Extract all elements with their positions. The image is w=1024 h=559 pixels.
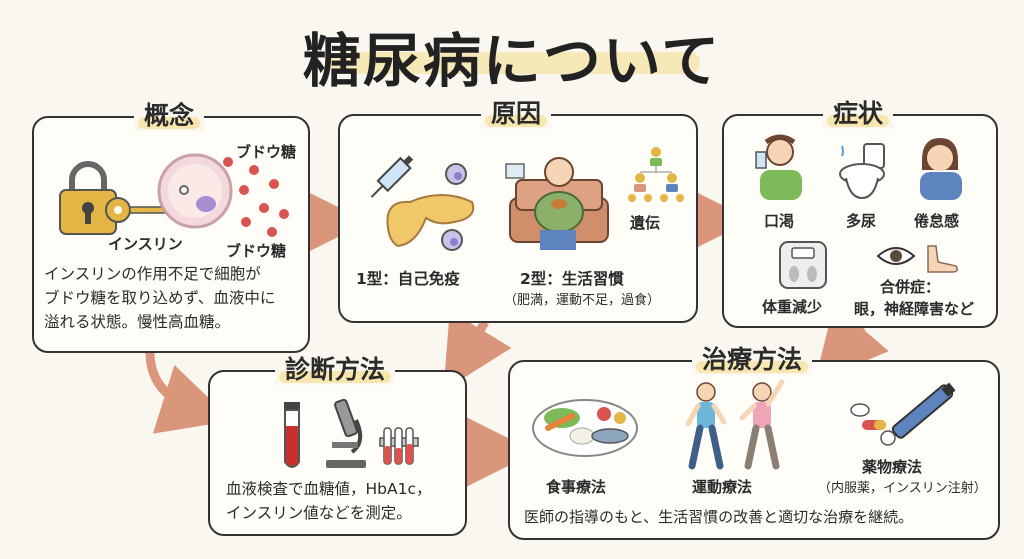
treatment-heading: 治療方法	[691, 345, 813, 375]
thirst-label: 口渇	[764, 212, 795, 230]
immune-cell-icon-1	[445, 163, 467, 185]
polyuria-label: 多尿	[846, 212, 877, 230]
sofa-overeating-icon	[505, 157, 609, 250]
fatigued-person-icon	[920, 138, 962, 200]
arrow-concept-to-diagnosis	[145, 351, 233, 434]
medication-therapy-label: 薬物療法	[862, 458, 923, 476]
symptoms-heading: 症状	[822, 99, 894, 129]
treatment-summary: 医師の指導のもと、生活習慣の改善と適切な治療を継続。	[524, 508, 914, 526]
toilet-icon	[839, 143, 885, 200]
glucose-label-bottom: ブドウ糖	[226, 242, 287, 260]
blood-tube-icon	[284, 402, 300, 468]
medication-detail: （内服薬，インスリン注射）	[818, 481, 987, 496]
genetics-label: 遺伝	[630, 214, 661, 232]
medication-icon	[850, 382, 956, 446]
glucose-label-top: ブドウ糖	[236, 143, 297, 161]
cell-icon	[157, 153, 233, 229]
scale-icon	[779, 241, 827, 289]
drinking-person-icon	[755, 134, 802, 200]
syringe-icon	[370, 155, 414, 198]
eye-icon	[876, 247, 916, 265]
insulin-label: インスリン	[108, 235, 183, 253]
concept-desc-line-1: インスリンの作用不足で細胞が	[44, 265, 261, 283]
stretching-person-icon	[739, 379, 785, 470]
complications-label-2: 眼，神経障害など	[854, 300, 975, 318]
arrow-symptoms-to-treatment	[814, 304, 889, 383]
exercise-therapy-label: 運動療法	[692, 478, 753, 496]
complications-label-1: 合併症：	[880, 278, 941, 296]
diagnosis-desc-line-1: 血液検査で血糖値，HbA1c，	[226, 480, 432, 498]
concept-heading: 概念	[133, 101, 205, 131]
walking-person-icon	[685, 382, 727, 470]
diagnosis-heading: 診断方法	[274, 355, 396, 385]
diagnosis-desc-line-2: インスリン値などを測定。	[226, 504, 412, 522]
diagnosis-box	[208, 370, 467, 536]
fatigue-label: 倦怠感	[914, 212, 960, 230]
concept-desc-line-2: ブドウ糖を取り込めず、血液中に	[44, 289, 276, 307]
cause-heading: 原因	[480, 99, 552, 129]
type2-label: 2型：生活習慣	[520, 270, 624, 288]
title-highlight	[330, 52, 700, 74]
arrow-cause-to-diagnosis	[443, 310, 512, 391]
pancreas-icon	[386, 194, 475, 248]
type2-detail: （肥満，運動不足，過食）	[504, 293, 661, 308]
test-tubes-icon	[379, 427, 419, 465]
immune-cell-icon-2	[441, 229, 463, 251]
balanced-meal-icon	[532, 399, 638, 457]
page-title: 糖尿病について	[302, 27, 722, 95]
diet-therapy-label: 食事療法	[546, 478, 607, 496]
glucose-dots-icon	[223, 157, 289, 237]
microscope-icon	[326, 398, 366, 468]
concept-desc-line-3: 溢れる状態。慢性高血糖。	[44, 313, 231, 331]
weight-loss-label: 体重減少	[762, 298, 823, 316]
family-tree-icon	[628, 147, 684, 202]
type1-label: 1型：自己免疫	[356, 270, 460, 288]
foot-icon	[927, 245, 959, 273]
